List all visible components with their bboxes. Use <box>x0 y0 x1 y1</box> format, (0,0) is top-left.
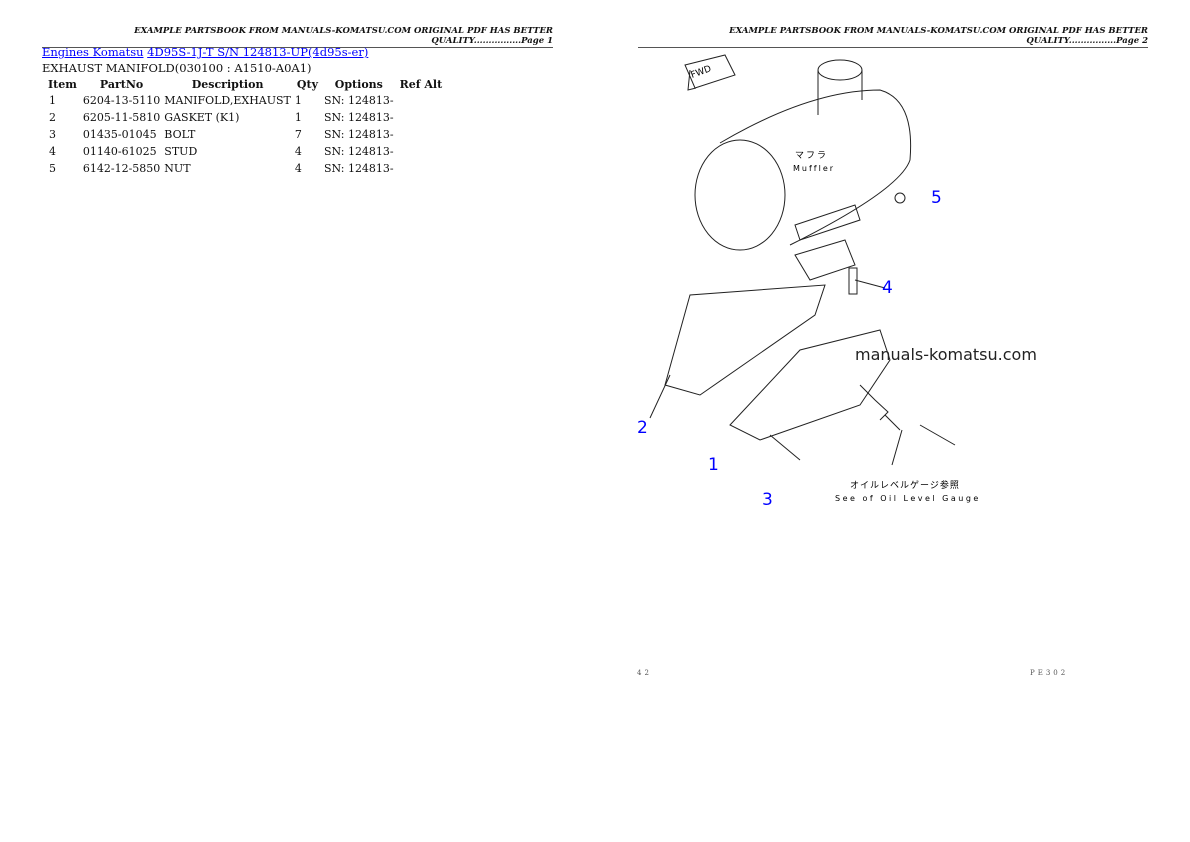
table-cell <box>396 160 447 177</box>
table-cell: 6205-11-5810 <box>82 111 161 124</box>
table-cell: SN: 124813- <box>323 162 394 175</box>
column-header: Ref Alt <box>399 77 443 91</box>
table-cell: SN: 124813- <box>323 145 394 158</box>
breadcrumb-link-model[interactable]: 4D95S-1J-T S/N 124813-UP(4d95s-er) <box>147 45 369 59</box>
table-cell: 6142-12-5850 <box>82 162 161 175</box>
table-cell: 01140-61025 <box>82 145 157 158</box>
table-cell: BOLT <box>164 128 196 141</box>
table-cell: 1 <box>49 94 56 107</box>
table-cell: 1 <box>294 111 302 124</box>
watermark: manuals-komatsu.com <box>855 345 1037 364</box>
muffler-label: Muffler <box>793 164 835 173</box>
callout-5: 5 <box>931 188 942 208</box>
note-label: See of Oil Level Gauge <box>835 494 981 503</box>
table-cell: STUD <box>164 145 198 158</box>
table-cell: 3 <box>49 128 56 141</box>
table-cell: SN: 124813- <box>323 111 394 124</box>
table-cell: 01435-01045 <box>82 128 157 141</box>
column-header: Qty <box>296 77 318 91</box>
table-cell: SN: 124813- <box>323 94 394 107</box>
page2-header: EXAMPLE PARTSBOOK FROM MANUALS-KOMATSU.C… <box>638 26 1148 48</box>
table-cell: 4 <box>49 145 56 158</box>
table-cell: 2 <box>49 111 56 124</box>
footer-left: 42 <box>637 669 652 677</box>
table-row: 4 01140-61025 STUD 4 SN: 124813- <box>44 143 446 160</box>
breadcrumb: Engines Komatsu 4D95S-1J-T S/N 124813-UP… <box>42 45 368 59</box>
exhaust-manifold-diagram: FWD マフラ Muffler オイルレベルゲージ参照 See of Oil L… <box>637 54 1037 510</box>
table-cell <box>396 92 447 109</box>
breadcrumb-link-engines[interactable]: Engines Komatsu <box>42 45 144 59</box>
section-title: EXHAUST MANIFOLD(030100 : A1510-A0A1) <box>42 61 312 75</box>
callout-2: 2 <box>637 418 648 438</box>
table-cell: 7 <box>294 128 302 141</box>
table-cell: 4 <box>294 145 302 158</box>
table-row: 3 01435-01045 BOLT 7 SN: 124813- <box>44 126 446 143</box>
muffler-label-jp: マフラ <box>795 150 828 161</box>
table-cell: NUT <box>164 162 191 175</box>
table-cell: 5 <box>49 162 56 175</box>
callout-3: 3 <box>762 490 773 510</box>
note-label-jp: オイルレベルゲージ参照 <box>850 479 960 491</box>
column-header: Options <box>334 77 383 91</box>
table-cell <box>396 126 447 143</box>
column-header: Item <box>48 77 77 91</box>
table-cell: 6204-13-5110 <box>82 94 161 107</box>
table-cell: GASKET (K1) <box>164 111 240 124</box>
fwd-label: FWD <box>690 64 713 81</box>
table-cell: 4 <box>294 162 302 175</box>
parts-table: Item PartNo Description Qty Options Ref Alt 1… <box>44 76 446 177</box>
table-cell: 1 <box>294 94 302 107</box>
table-cell: SN: 124813- <box>323 128 394 141</box>
table-cell: MANIFOLD,EXHAUST <box>164 94 291 107</box>
column-header: PartNo <box>99 77 144 91</box>
table-cell <box>396 109 447 126</box>
callout-1: 1 <box>708 455 719 475</box>
footer-right: PE302 <box>1030 669 1069 677</box>
fwd-arrow-icon <box>684 54 736 91</box>
column-header: Description <box>191 77 264 91</box>
callout-4: 4 <box>882 278 893 298</box>
table-cell <box>396 143 447 160</box>
page1-header: EXAMPLE PARTSBOOK FROM MANUALS-KOMATSU.C… <box>42 26 553 48</box>
